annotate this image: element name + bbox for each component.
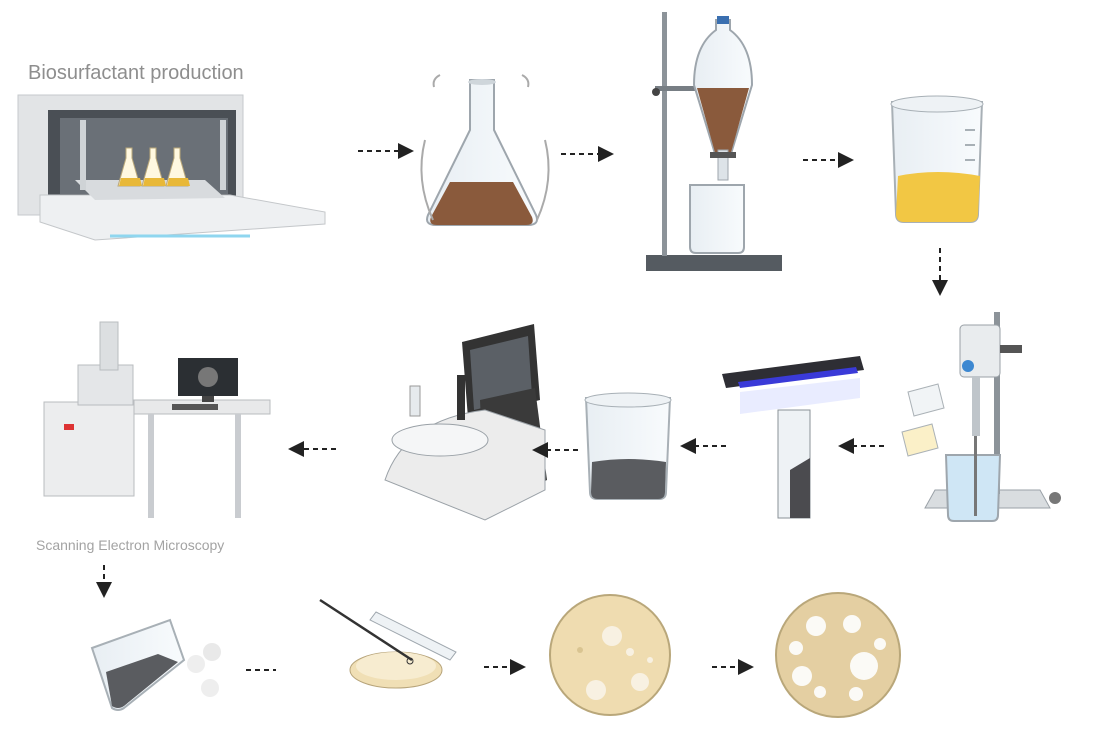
yellow-beaker-icon bbox=[890, 95, 984, 223]
colony-plate-icon bbox=[549, 594, 671, 716]
sem-microscope-icon bbox=[43, 321, 271, 518]
sem-label: Scanning Electron Microscopy bbox=[36, 537, 225, 553]
incubator-icon bbox=[17, 94, 326, 241]
overhead-stirrer-icon bbox=[901, 312, 1061, 522]
biosurfactant-production-label: Biosurfactant production bbox=[28, 62, 244, 84]
shaking-flask-icon bbox=[420, 74, 550, 226]
dark-beaker-icon bbox=[584, 392, 672, 500]
separatory-funnel-icon bbox=[646, 12, 782, 271]
uv-lamp-cuvette-icon bbox=[722, 356, 864, 519]
analyzer-instrument-icon bbox=[384, 324, 547, 521]
streaking-plate-icon bbox=[319, 598, 457, 689]
pouring-beaker-icon bbox=[90, 618, 221, 711]
inhibition-zone-plate-icon bbox=[775, 592, 901, 718]
